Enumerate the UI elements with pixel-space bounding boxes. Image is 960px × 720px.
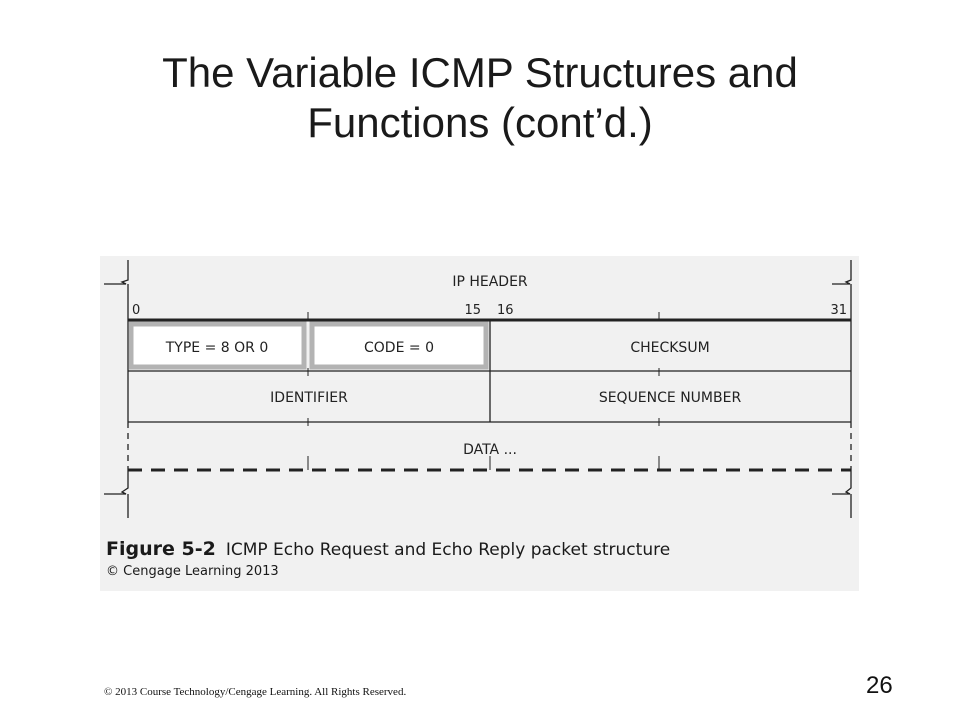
figure-panel: IP HEADER 0 15 16 31 TYPE = 8 OR 0 CODE …	[100, 256, 859, 591]
bit-label-0: 0	[132, 303, 140, 318]
slide-title-line-1: The Variable ICMP Structures and	[162, 49, 798, 96]
code-field-label: CODE = 0	[364, 340, 434, 356]
sequence-field-label: SEQUENCE NUMBER	[599, 390, 742, 406]
break-mark-bottom-left	[104, 470, 129, 518]
figure-number: Figure 5-2	[106, 538, 216, 560]
ip-header-label: IP HEADER	[452, 274, 528, 290]
bit-label-31: 31	[830, 303, 847, 318]
figure-description: ICMP Echo Request and Echo Reply packet …	[225, 540, 671, 560]
code-field-box	[309, 321, 489, 370]
slide-title-line-2: Functions (cont’d.)	[307, 99, 653, 146]
bit-label-15: 15	[464, 303, 481, 318]
break-mark-bottom-right	[832, 470, 852, 518]
page-number: 26	[866, 672, 893, 699]
break-mark-top-left	[104, 260, 129, 285]
copyright-footer: © 2013 Course Technology/Cengage Learnin…	[104, 686, 407, 698]
type-field-label: TYPE = 8 OR 0	[165, 340, 268, 356]
figure-caption: Figure 5-2 ICMP Echo Request and Echo Rep…	[106, 538, 670, 579]
checksum-field-label: CHECKSUM	[630, 340, 709, 356]
packet-diagram: IP HEADER 0 15 16 31 TYPE = 8 OR 0 CODE …	[104, 260, 852, 518]
identifier-field-label: IDENTIFIER	[270, 390, 348, 406]
break-mark-top-right	[832, 260, 852, 285]
data-field-label: DATA ...	[463, 442, 517, 458]
type-field-box	[128, 321, 307, 370]
figure-credit: © Cengage Learning 2013	[106, 564, 279, 579]
slide-title: The Variable ICMP Structures and Functio…	[0, 48, 960, 148]
bit-label-16: 16	[497, 303, 514, 318]
